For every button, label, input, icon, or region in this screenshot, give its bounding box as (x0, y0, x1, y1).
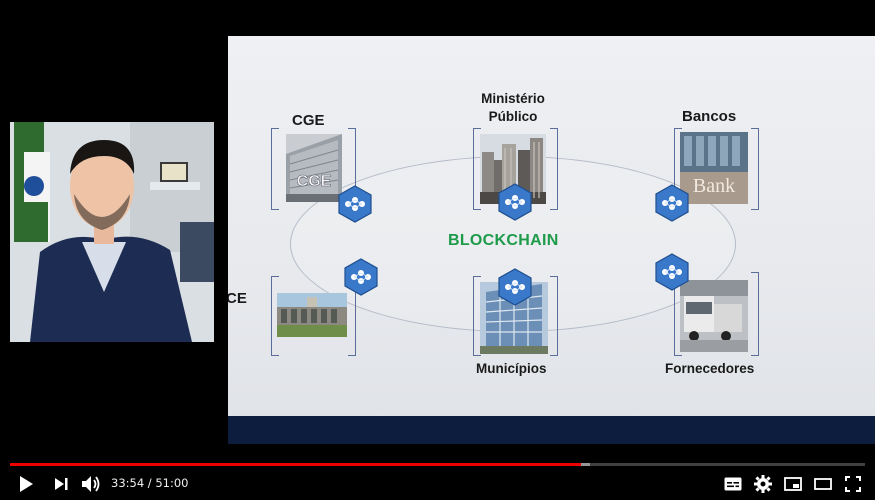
blockchain-node-icon (653, 253, 691, 291)
cge-logo-text: CGE (297, 173, 332, 190)
node-label-municipios: Municípios (476, 361, 547, 376)
bank-sign-text: Bank (693, 175, 735, 197)
video-frame[interactable]: BLOCKCHAIN CGE Ministério Público Bancos… (0, 0, 875, 455)
municipal-building-photo (480, 282, 548, 354)
next-button[interactable] (49, 472, 73, 496)
time-display: 33:54 / 51:00 (111, 476, 189, 490)
current-time: 33:54 (111, 476, 145, 490)
settings-button[interactable] (751, 472, 775, 496)
duration: 51:00 (155, 476, 189, 490)
bracket-ministerio-left (473, 128, 481, 210)
bracket-tce-left (271, 276, 279, 356)
blockchain-node-icon (653, 184, 691, 222)
theater-icon (814, 478, 832, 490)
next-icon (55, 478, 68, 490)
bracket-bancos-right (751, 128, 759, 210)
theater-mode-button[interactable] (811, 472, 835, 496)
blockchain-node-icon (496, 268, 534, 306)
fullscreen-icon (845, 476, 861, 492)
miniplayer-button[interactable] (781, 472, 805, 496)
delivery-truck-photo (680, 280, 748, 352)
player-controls: 33:54 / 51:00 (0, 468, 875, 500)
slide-footer-bar (228, 416, 875, 444)
settings-icon (754, 475, 772, 493)
bracket-municipios-left (473, 276, 481, 356)
time-separator: / (144, 476, 156, 490)
node-label-ministerio-line1: Ministério (481, 91, 545, 106)
tce-building-photo (277, 293, 347, 337)
city-skyline-photo (480, 134, 546, 204)
volume-icon (82, 476, 100, 492)
bracket-ministerio-right (550, 128, 558, 210)
bracket-fornecedores-right (751, 272, 759, 356)
blockchain-node-icon (336, 185, 374, 223)
node-label-bancos: Bancos (682, 108, 737, 125)
presenter-webcam (10, 122, 214, 342)
volume-button[interactable] (79, 472, 103, 496)
blockchain-node-icon (496, 183, 534, 221)
bracket-cge-left (271, 128, 279, 210)
node-label-ministerio: Ministério Público (474, 90, 552, 126)
node-label-fornecedores: Fornecedores (665, 361, 755, 376)
bank-photo: Bank (680, 132, 748, 204)
presentation-slide: BLOCKCHAIN CGE Ministério Público Bancos… (228, 36, 875, 444)
fullscreen-button[interactable] (841, 472, 865, 496)
play-button[interactable] (14, 472, 38, 496)
cge-building-photo: CGE (286, 134, 342, 202)
node-label-tce: CE (228, 290, 247, 307)
subtitles-icon (724, 477, 742, 491)
progress-played (10, 463, 582, 466)
miniplayer-icon (784, 477, 802, 491)
subtitles-button[interactable] (721, 472, 745, 496)
blockchain-node-icon (342, 258, 380, 296)
node-label-ministerio-line2: Público (488, 109, 538, 124)
node-label-cge: CGE (292, 112, 325, 129)
progress-bar[interactable] (10, 463, 865, 466)
blockchain-label: BLOCKCHAIN (448, 232, 559, 249)
play-icon (20, 476, 33, 492)
bracket-municipios-right (550, 276, 558, 356)
